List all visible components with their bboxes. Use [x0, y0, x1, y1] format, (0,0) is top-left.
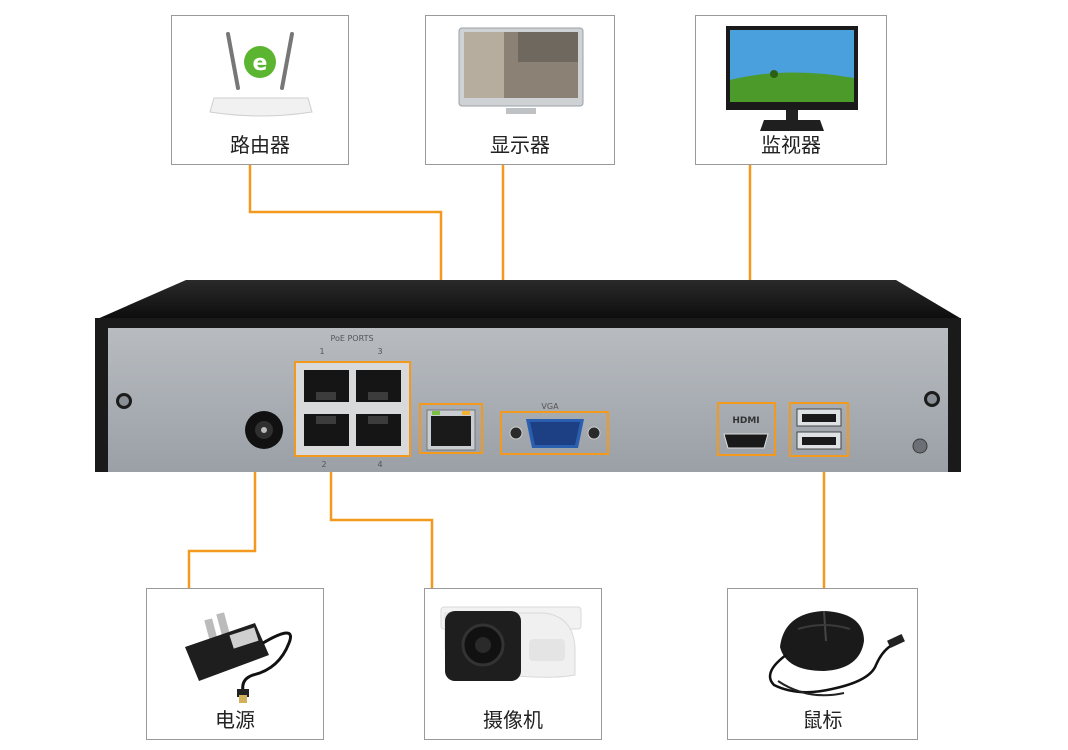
poe-port-number-4: 4 — [377, 460, 382, 469]
dc-power-jack-icon — [245, 411, 283, 449]
display-label: 显示器 — [426, 129, 614, 158]
display-monitor-icon — [426, 16, 616, 136]
poe-port-number-1: 1 — [319, 347, 324, 356]
camera-label: 摄像机 — [425, 704, 601, 733]
device-box-monitor: 监视器 — [695, 15, 887, 165]
monitor-label: 监视器 — [696, 129, 886, 158]
power-label: 电源 — [147, 704, 323, 733]
bullet-camera-icon — [425, 589, 603, 709]
hdmi-label: HDMI — [732, 416, 759, 426]
vga-label: VGA — [541, 402, 559, 411]
poe-port-number-2: 2 — [321, 460, 326, 469]
device-box-mouse: 鼠标 — [727, 588, 918, 740]
router-icon: e — [172, 16, 350, 136]
ground-screw-icon — [913, 439, 927, 453]
usb-mouse-icon — [728, 589, 919, 709]
svg-text:e: e — [253, 51, 268, 76]
power-adapter-icon — [147, 589, 325, 709]
mouse-label: 鼠标 — [728, 704, 917, 733]
chassis-top — [95, 280, 960, 320]
device-box-display: 显示器 — [425, 15, 615, 165]
device-box-camera: 摄像机 — [424, 588, 602, 740]
monitor-icon — [696, 16, 888, 136]
rear-panel — [108, 328, 948, 472]
router-label: 路由器 — [172, 129, 348, 158]
poe-label: PoE PORTS — [330, 334, 373, 343]
lan-port-icon — [420, 404, 482, 453]
device-box-power: 电源 — [146, 588, 324, 740]
poe-ports-block — [295, 362, 410, 456]
poe-port-number-3: 3 — [377, 347, 382, 356]
device-box-router: e 路由器 — [171, 15, 349, 165]
